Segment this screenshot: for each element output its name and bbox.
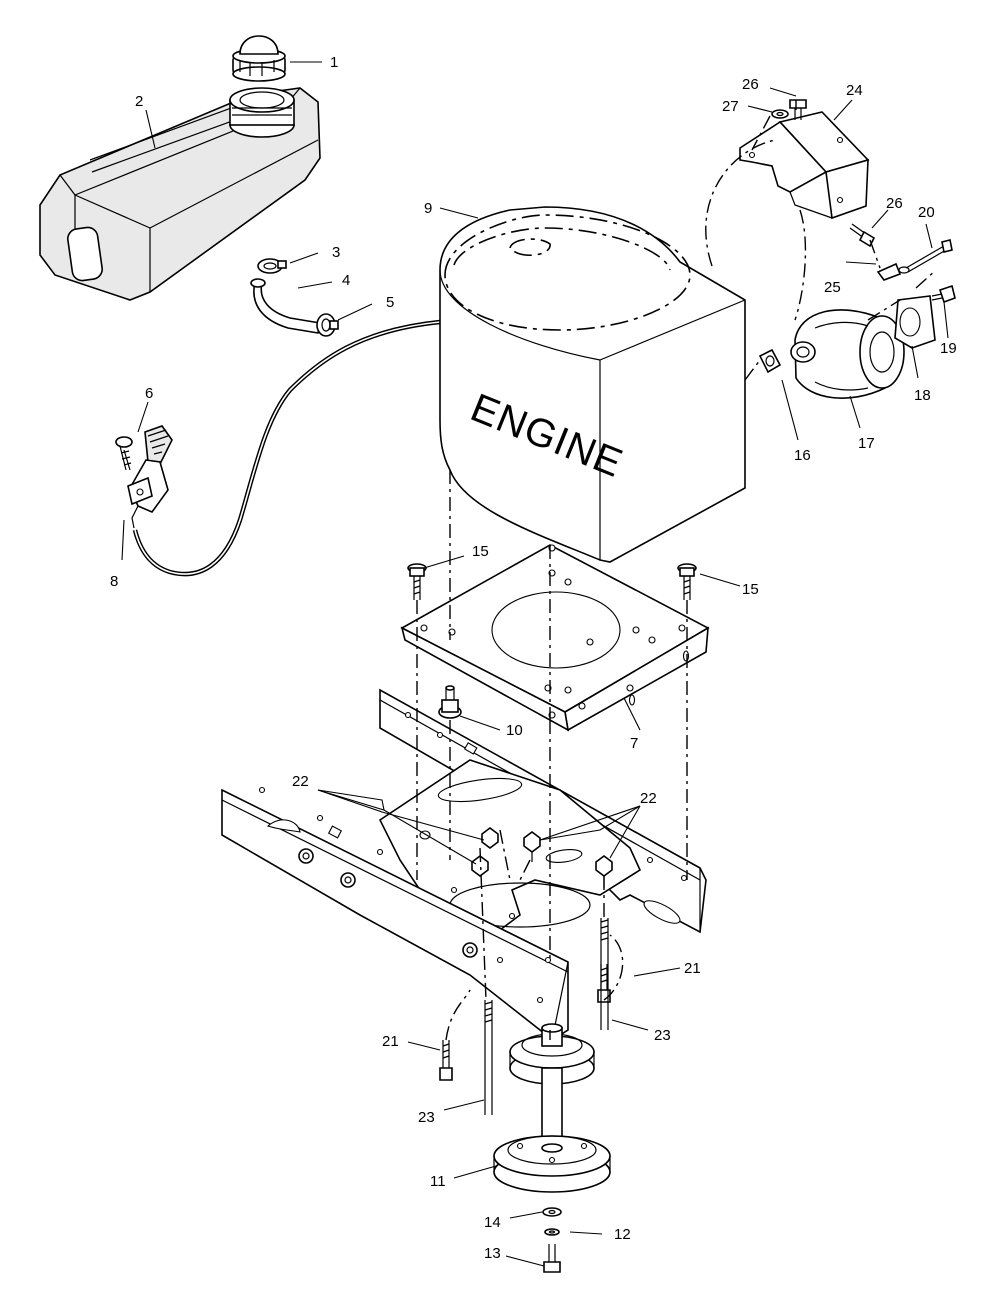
- fuel-tank-neck: [229, 87, 295, 138]
- callout-14: 14: [484, 1214, 501, 1231]
- callout-22-right: 22: [640, 790, 657, 807]
- callout-27: 27: [722, 98, 739, 115]
- callout-20: 20: [918, 204, 935, 221]
- bracket-bolt-upper: [789, 99, 807, 120]
- callout-23-right: 23: [654, 1027, 671, 1044]
- callout-21-left: 21: [382, 1033, 399, 1050]
- bracket-washer: [771, 109, 789, 119]
- throttle-cable: [132, 319, 441, 577]
- engine-hidden-lines: [444, 214, 691, 331]
- pulley-lock-washer: [544, 1228, 560, 1236]
- callout-21-right: 21: [684, 960, 701, 977]
- callout-12: 12: [614, 1226, 631, 1243]
- muffler-gasket-outer: [894, 295, 936, 349]
- stud-right: [600, 918, 609, 1030]
- callout-10: 10: [506, 722, 523, 739]
- muffler: [790, 309, 905, 399]
- stud-left: [484, 1000, 493, 1115]
- engine-mount-plate: [400, 544, 710, 732]
- callout-25: 25: [824, 279, 841, 296]
- muffler-bracket: [739, 111, 870, 220]
- pulley-bolt: [543, 1244, 561, 1273]
- callout-23-left: 23: [418, 1109, 435, 1126]
- callout-26-lower: 26: [886, 195, 903, 212]
- callout-17: 17: [858, 435, 875, 452]
- callout-16: 16: [794, 447, 811, 464]
- callout-19: 19: [940, 340, 957, 357]
- callout-8: 8: [110, 573, 118, 590]
- muffler-bolt: [931, 284, 956, 304]
- crossmember-nuts: [471, 827, 613, 888]
- callout-1: 1: [330, 54, 338, 71]
- throttle-control-lever: [127, 425, 173, 529]
- frame-crossmember: [378, 759, 642, 931]
- callout-13: 13: [484, 1245, 501, 1262]
- callout-4: 4: [342, 272, 350, 289]
- pto-pulley-upper: [509, 1023, 595, 1151]
- callout-15-right: 15: [742, 581, 759, 598]
- fuel-cap: [232, 35, 286, 82]
- callout-26-top: 26: [742, 76, 759, 93]
- fuel-line-clamp-upper: [257, 258, 287, 274]
- exhaust-gasket-inner: [758, 348, 782, 374]
- leader-lines: [121, 61, 949, 1267]
- mount-bolt-right: [677, 563, 697, 600]
- callout-2: 2: [135, 93, 143, 110]
- callout-3: 3: [332, 244, 340, 261]
- callout-18: 18: [914, 387, 931, 404]
- callout-5: 5: [386, 294, 394, 311]
- mount-bolt-left: [407, 563, 427, 600]
- callout-9: 9: [424, 200, 432, 217]
- fuel-line-clamp-lower: [316, 313, 339, 337]
- callout-24: 24: [846, 82, 863, 99]
- spacer-bolt: [438, 685, 462, 719]
- pulley-washer: [542, 1207, 562, 1217]
- frame-bolt-left: [439, 1040, 453, 1081]
- callout-15-left: 15: [472, 543, 489, 560]
- fuel-tank: [39, 87, 321, 301]
- phantom-lines: [416, 100, 937, 1041]
- muffler-clamp: [876, 262, 910, 281]
- muffler-stud: [905, 239, 953, 273]
- pto-pulley-lower: [493, 1135, 611, 1193]
- fuel-line-hose: [250, 278, 321, 334]
- callout-11: 11: [430, 1173, 446, 1190]
- callout-6: 6: [145, 385, 153, 402]
- throttle-screw: [115, 436, 133, 471]
- callout-22-left: 22: [292, 773, 309, 790]
- callout-7: 7: [630, 735, 638, 752]
- frame-nuts: [298, 848, 478, 958]
- engine-block: [439, 206, 746, 563]
